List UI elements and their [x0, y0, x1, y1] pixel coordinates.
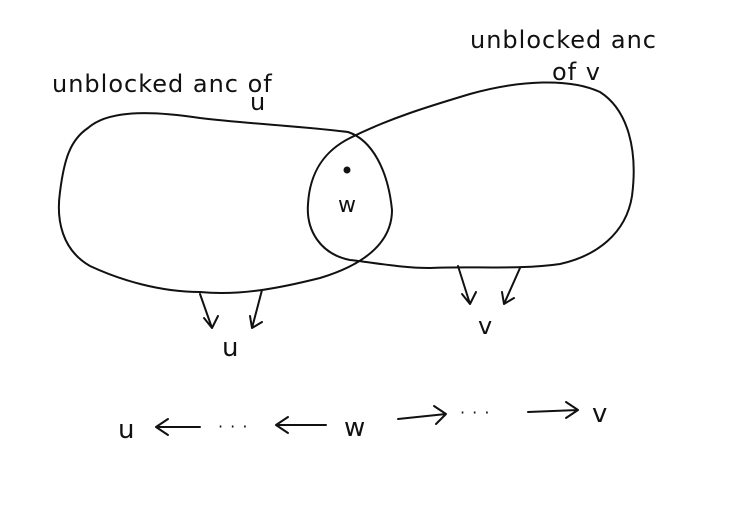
chain-arrow-to-dots-left — [275, 416, 327, 434]
chain-w: w — [344, 413, 366, 443]
u-ancestor-set-outline — [57, 112, 393, 295]
chain-arrow-to-v — [527, 401, 579, 419]
v-set-label-line1: unblocked anc — [470, 26, 657, 54]
u-below-label: u — [222, 333, 239, 363]
v-below-label: v — [478, 312, 493, 340]
v-set-label-line2: of v — [552, 58, 601, 86]
u-set-label-line2: u — [250, 88, 266, 116]
chain-arrow-to-u — [155, 418, 201, 436]
u-set-label-line1: unblocked anc of — [52, 70, 273, 98]
v-ancestor-set-outline — [306, 81, 635, 269]
arrow-right-set-to-v-2 — [501, 267, 521, 305]
chain-arrow-from-w — [397, 405, 447, 425]
chain-dots-right: · · · — [460, 403, 490, 422]
arrow-left-set-to-u-1 — [199, 293, 219, 329]
arrow-right-set-to-v-1 — [457, 265, 477, 305]
w-node-dot — [343, 166, 351, 174]
chain-dots-left: · · · — [218, 417, 248, 436]
chain-u: u — [118, 415, 135, 445]
w-node-label: w — [338, 193, 357, 218]
arrow-left-set-to-u-2 — [249, 289, 263, 329]
chain-v: v — [592, 399, 608, 429]
